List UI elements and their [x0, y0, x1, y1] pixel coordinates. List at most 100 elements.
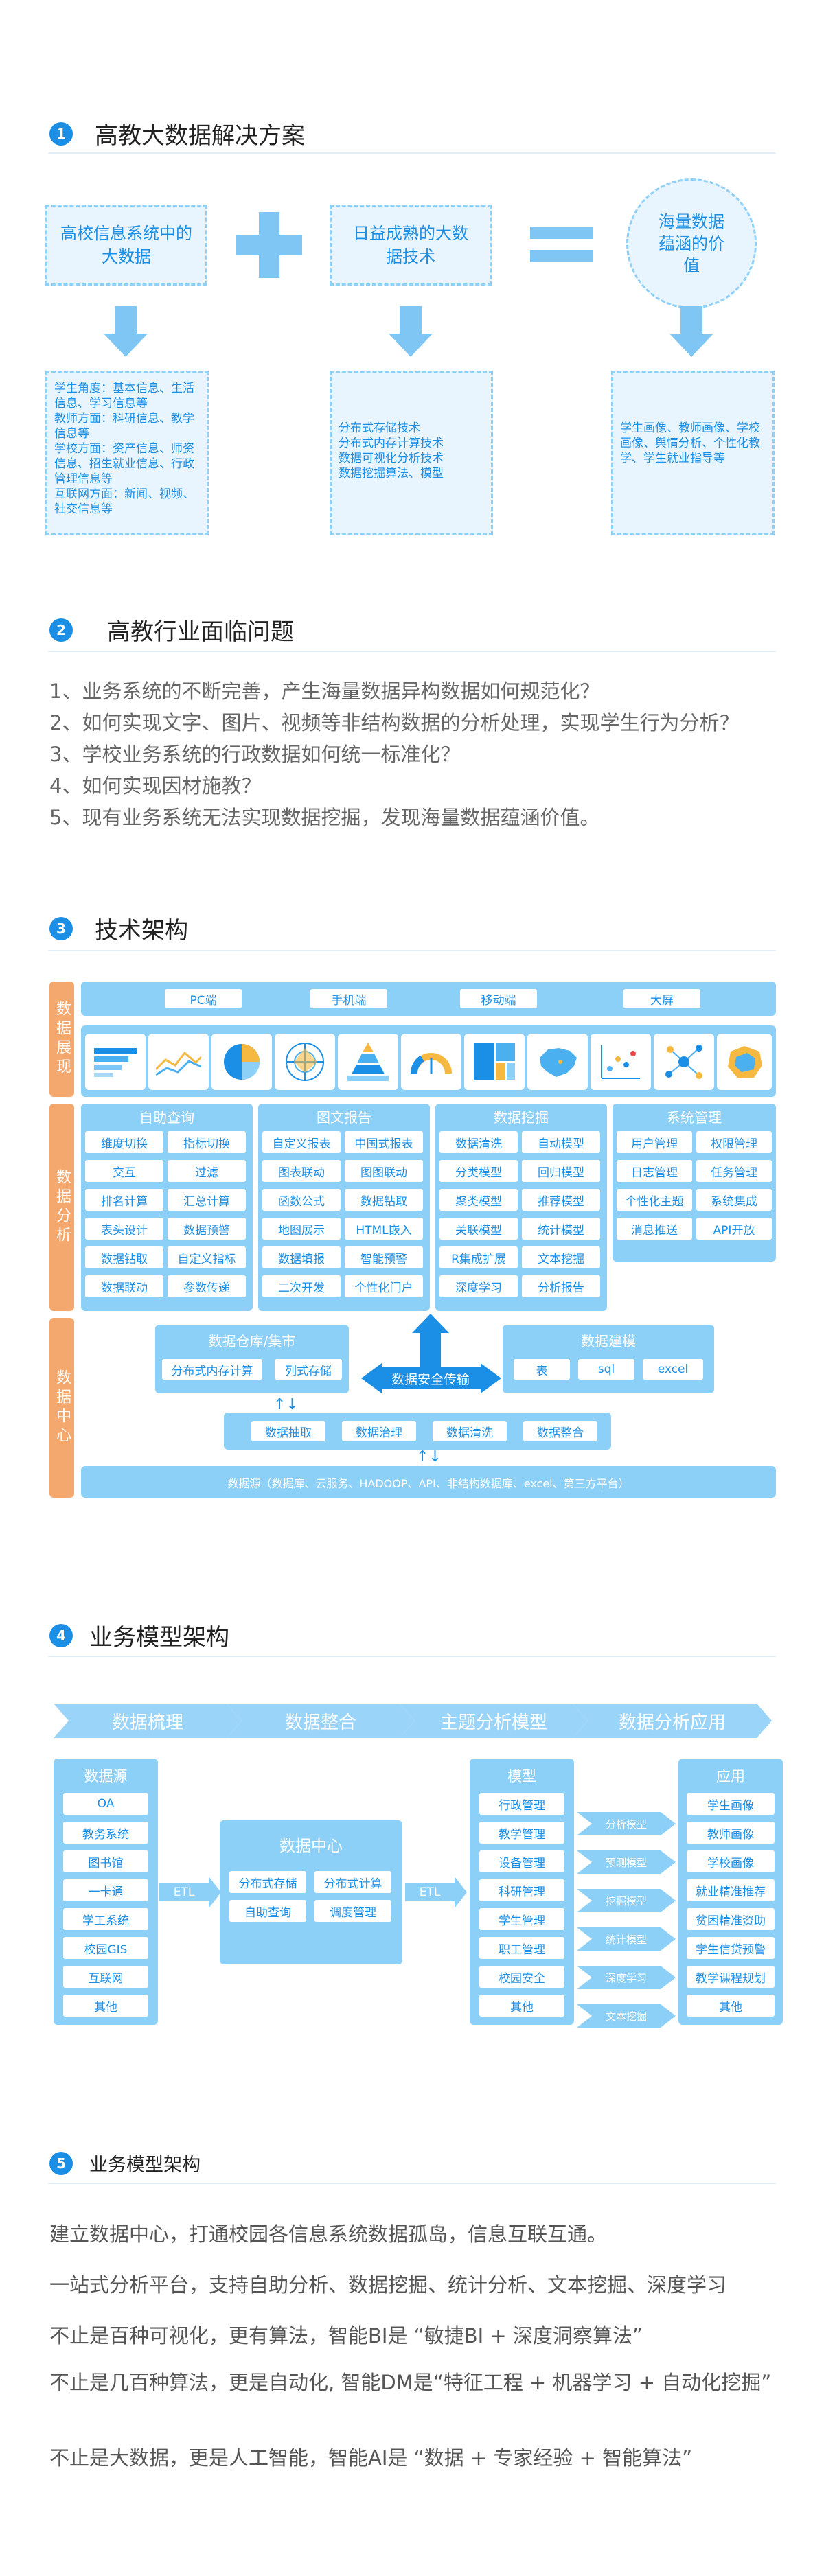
- source-box: 高校信息系统中的大数据: [45, 205, 207, 286]
- app-item: 学生画像: [687, 1793, 775, 1815]
- gauge-icon: [401, 1034, 461, 1090]
- analysis-cell: 图表联动: [262, 1160, 341, 1182]
- analysis-cell: 图图联动: [345, 1160, 423, 1182]
- equals-icon-2: [530, 250, 593, 262]
- china-map-icon: [527, 1034, 588, 1090]
- swap-arrows-icon: ↑↓: [273, 1396, 299, 1413]
- analysis-cell: 维度切换: [85, 1131, 163, 1153]
- arrow-right-icon: [209, 1877, 221, 1908]
- pie-chart-icon: [211, 1034, 272, 1090]
- app-item: 学校画像: [687, 1850, 775, 1872]
- center-item: 自助查询: [229, 1900, 306, 1922]
- analysis-cell: 用户管理: [617, 1131, 692, 1153]
- analysis-cell: 数据钻取: [345, 1189, 423, 1211]
- analysis-cell: 数据预警: [168, 1218, 246, 1240]
- divider: [48, 950, 776, 951]
- tech-detail: 分布式存储技术 分布式内存计算技术 数据可视化分析技术 数据挖掘算法、模型: [330, 371, 493, 535]
- model-item: 科研管理: [479, 1879, 564, 1901]
- step-chevron: 数据分析应用: [573, 1704, 772, 1738]
- section-number: 5: [49, 2151, 73, 2175]
- analysis-cell: 排名计算: [85, 1189, 163, 1211]
- col-title: 数据挖掘: [494, 1109, 549, 1126]
- arrow-down-icon: [115, 306, 137, 335]
- source-item: 互联网: [63, 1966, 148, 1988]
- biz-center-title: 数据中心: [279, 1837, 343, 1855]
- app-item: 其他: [687, 1995, 775, 2017]
- method-arrow: 统计模型: [577, 1927, 676, 1951]
- method-arrow: 预测模型: [577, 1850, 676, 1874]
- step-chevron: 主题分析模型: [400, 1704, 588, 1738]
- source-item: 学工系统: [63, 1908, 148, 1930]
- section-number: 2: [49, 618, 73, 642]
- analysis-cell: 二次开发: [262, 1275, 341, 1297]
- divider: [48, 152, 776, 154]
- divider: [48, 651, 776, 652]
- tag-display: 数据展现: [49, 982, 74, 1097]
- center-item: 分布式存储: [229, 1871, 306, 1893]
- summary-item: 不止是大数据，更是人工智能，智能AI是 “数据 + 专家经验 + 智能算法”: [49, 2446, 693, 2470]
- equals-icon: [530, 227, 593, 239]
- source-label: 数据源（数据库、云服务、HADOOP、API、非结构数据库、excel、第三方平…: [227, 1477, 630, 1490]
- divider: [48, 1656, 776, 1657]
- analysis-cell: 文本挖掘: [522, 1246, 600, 1268]
- list-item: 5、现有业务系统无法实现数据挖掘，发现海量数据蕴涵价值。: [49, 806, 600, 829]
- analysis-cell: 统计模型: [522, 1218, 600, 1240]
- col-title: 系统管理: [667, 1109, 722, 1126]
- source-item: 其他: [63, 1995, 148, 2017]
- analysis-cell: R集成扩展: [439, 1246, 518, 1268]
- analysis-cell: 个性化门户: [345, 1275, 423, 1297]
- section-number: 3: [49, 916, 73, 940]
- divider: [48, 2183, 776, 2184]
- plus-icon-v: [259, 212, 279, 278]
- app-item: 贫困精准资助: [687, 1908, 775, 1930]
- client-pc: PC端: [165, 989, 242, 1008]
- etl-item: 数据抽取: [251, 1421, 325, 1441]
- biz-model-title: 模型: [507, 1768, 536, 1785]
- arrow-down-icon: [680, 306, 702, 335]
- analysis-cell: 数据填报: [262, 1246, 341, 1268]
- warehouse-item: 列式存储: [275, 1359, 342, 1380]
- modeling-item: 表: [514, 1359, 570, 1380]
- analysis-cell: 过滤: [168, 1160, 246, 1182]
- section-1-header: 1 高教大数据解决方案: [49, 117, 305, 150]
- analysis-cell: 深度学习: [439, 1275, 518, 1297]
- tag-datacenter: 数据中心: [49, 1318, 74, 1498]
- model-item: 职工管理: [479, 1937, 564, 1959]
- arrow-up-icon: [420, 1330, 441, 1367]
- analysis-cell: 推荐模型: [522, 1189, 600, 1211]
- summary-item: 不止是几百种算法，更是自动化, 智能DM是“特征工程 + 机器学习 + 自动化挖…: [49, 2371, 772, 2394]
- col-title: 自助查询: [139, 1109, 194, 1126]
- analysis-cell: 数据钻取: [85, 1246, 163, 1268]
- analysis-cell: 表头设计: [85, 1218, 163, 1240]
- network-icon: [654, 1034, 714, 1090]
- app-item: 学生信贷预警: [687, 1937, 775, 1959]
- center-item: 分布式计算: [314, 1871, 391, 1893]
- analysis-cell: 智能预警: [345, 1246, 423, 1268]
- analysis-cell: 系统集成: [696, 1189, 772, 1211]
- list-item: 2、如何实现文字、图片、视频等非结构数据的分析处理，实现学生行为分析？: [49, 711, 740, 734]
- list-item: 1、业务系统的不断完善，产生海量数据异构数据如何规范化？: [49, 680, 600, 703]
- summary-item: 建立数据中心，打通校园各信息系统数据孤岛，信息互联互通。: [49, 2223, 608, 2246]
- warehouse-title: 数据仓库/集市: [208, 1333, 296, 1349]
- section-number: 4: [49, 1623, 73, 1647]
- section-title: 业务模型架构: [89, 2155, 201, 2176]
- analysis-cell: 数据清洗: [439, 1131, 518, 1153]
- summary-item: 一站式分析平台，支持自助分析、数据挖掘、统计分析、文本挖掘、深度学习: [49, 2273, 727, 2297]
- method-arrow: 文本挖掘: [577, 2004, 676, 2028]
- arrow-left-icon: [361, 1363, 382, 1393]
- analysis-cell: 自定义指标: [168, 1246, 246, 1268]
- etl-item: 数据整合: [523, 1421, 597, 1441]
- tech-box: 日益成熟的大数据技术: [330, 205, 492, 286]
- arrow-right-icon: [481, 1363, 501, 1393]
- source-item: OA: [63, 1793, 148, 1815]
- model-item: 学生管理: [479, 1908, 564, 1930]
- modeling-title: 数据建模: [581, 1333, 636, 1349]
- analysis-cell: 中国式报表: [345, 1131, 423, 1153]
- source-item: 教务系统: [63, 1822, 148, 1844]
- analysis-cell: HTML嵌入: [345, 1218, 423, 1240]
- biz-app-title: 应用: [716, 1768, 745, 1785]
- analysis-cell: 个性化主题: [617, 1189, 692, 1211]
- step-chevron: 数据整合: [227, 1704, 415, 1738]
- method-arrow: 挖掘模型: [577, 1889, 676, 1912]
- analysis-cell: 聚类模型: [439, 1189, 518, 1211]
